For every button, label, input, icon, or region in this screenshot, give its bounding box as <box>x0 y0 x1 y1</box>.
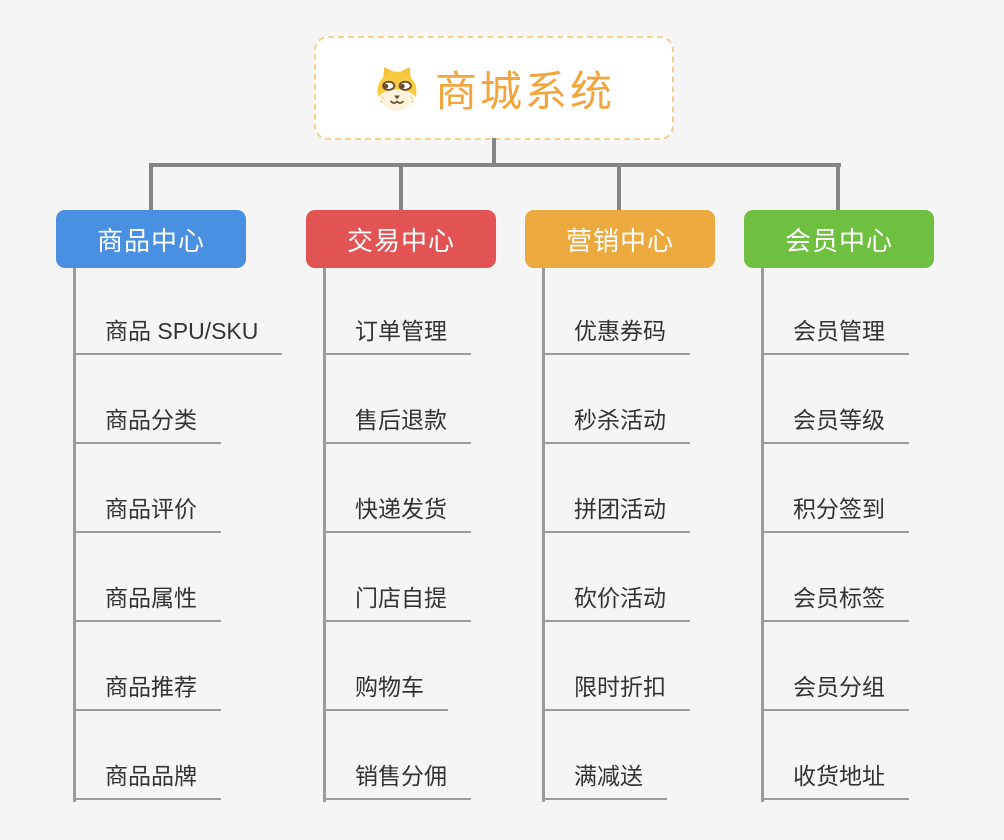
branch-trunk-line <box>73 268 76 802</box>
branch-trunk-line <box>323 268 326 802</box>
branch-column-members: 会员中心 会员管理 会员等级 积分签到 会员标签 会员分组 收货地址 <box>744 210 999 820</box>
connector-drop-members <box>836 165 840 211</box>
dog-face-icon <box>373 64 421 112</box>
node-item[interactable]: 积分签到 <box>761 496 909 533</box>
connector-root-stem <box>492 138 496 165</box>
node-item[interactable]: 满减送 <box>542 763 667 800</box>
node-item[interactable]: 会员等级 <box>761 407 909 444</box>
branch-node-marketing[interactable]: 营销中心 <box>525 210 715 268</box>
root-node[interactable]: 商城系统 <box>314 36 674 140</box>
branch-column-trade: 交易中心 订单管理 售后退款 快递发货 门店自提 购物车 销售分佣 <box>306 210 561 820</box>
connector-bus <box>149 163 841 167</box>
connector-drop-products <box>149 165 153 211</box>
branch-column-marketing: 营销中心 优惠券码 秒杀活动 拼团活动 砍价活动 限时折扣 满减送 <box>525 210 780 820</box>
root-title: 商城系统 <box>434 67 615 115</box>
node-item[interactable]: 购物车 <box>323 674 448 711</box>
node-item[interactable]: 优惠券码 <box>542 318 690 355</box>
connector-drop-marketing <box>617 165 621 211</box>
node-item[interactable]: 商品属性 <box>73 585 221 622</box>
node-item[interactable]: 商品分类 <box>73 407 221 444</box>
node-item[interactable]: 会员分组 <box>761 674 909 711</box>
node-item[interactable]: 会员标签 <box>761 585 909 622</box>
branch-node-products[interactable]: 商品中心 <box>56 210 246 268</box>
branch-trunk-line <box>542 268 545 802</box>
node-item[interactable]: 销售分佣 <box>323 763 471 800</box>
node-item[interactable]: 砍价活动 <box>542 585 690 622</box>
branch-node-trade[interactable]: 交易中心 <box>306 210 496 268</box>
node-item[interactable]: 商品 SPU/SKU <box>73 318 283 355</box>
node-item[interactable]: 商品品牌 <box>73 763 221 800</box>
branch-node-members[interactable]: 会员中心 <box>744 210 934 268</box>
node-item[interactable]: 会员管理 <box>761 318 909 355</box>
node-item[interactable]: 秒杀活动 <box>542 407 690 444</box>
node-item[interactable]: 门店自提 <box>323 585 471 622</box>
node-item[interactable]: 订单管理 <box>323 318 471 355</box>
connector-drop-trade <box>399 165 403 211</box>
node-item[interactable]: 收货地址 <box>761 763 909 800</box>
branch-column-products: 商品中心 商品 SPU/SKU 商品分类 商品评价 商品属性 商品推荐 商品品牌 <box>56 210 311 820</box>
node-item[interactable]: 售后退款 <box>323 407 471 444</box>
node-item[interactable]: 快递发货 <box>323 496 471 533</box>
node-item[interactable]: 商品推荐 <box>73 674 221 711</box>
node-item[interactable]: 商品评价 <box>73 496 221 533</box>
node-item[interactable]: 限时折扣 <box>542 674 690 711</box>
branch-trunk-line <box>761 268 764 802</box>
node-item[interactable]: 拼团活动 <box>542 496 690 533</box>
